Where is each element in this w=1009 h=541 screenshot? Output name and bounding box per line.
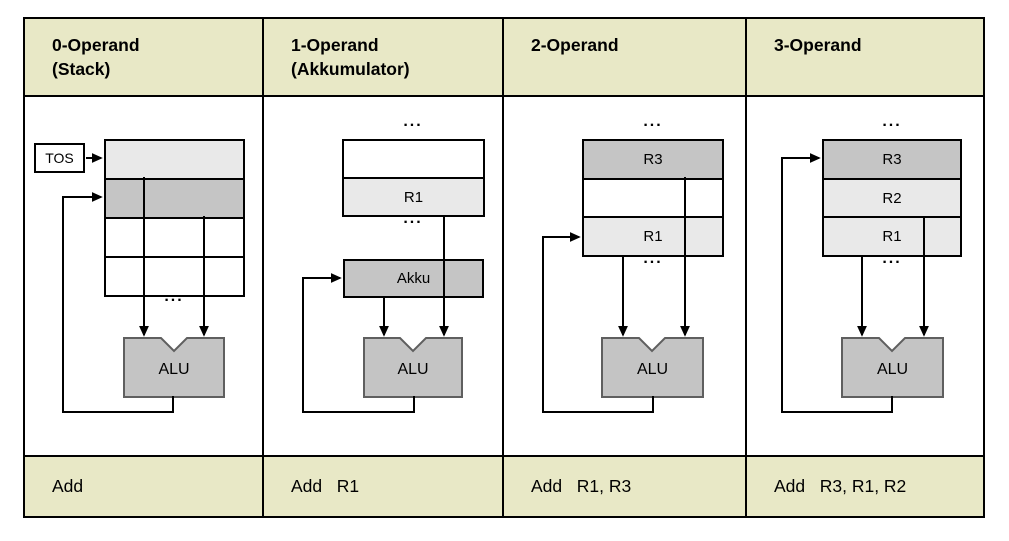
alu-label: ALU [397,361,429,378]
akku-register-box: Akku [343,259,484,298]
header-line2: (Stack) [52,59,111,79]
header-line1: 0-Operand [52,35,140,55]
stack-row-3 [106,217,243,256]
instruction-cell-three-operand: Add R3, R1, R2 [747,457,983,516]
stack-register-file [104,139,245,297]
ellipsis-2op-bottom: ... [643,250,663,267]
header-row: 0-Operand (Stack) 1-Operand (Akkumulator… [25,19,983,97]
alu-label: ALU [158,361,190,378]
diagram-cell-stack [25,97,264,455]
instruction-example: Add [52,476,84,496]
instruction-example: Add R1, R3 [531,476,632,496]
alu-label: ALU [876,361,909,378]
header-cell-1-operand: 1-Operand (Akkumulator) [264,19,504,95]
instruction-cell-two-operand: Add R1, R3 [504,457,747,516]
register-row-r3: R3 [584,141,722,178]
instruction-row: Add Add R1 Add R1, R3 Add R3, R1, R2 [25,455,983,516]
header-line1: 1-Operand [291,35,379,55]
instruction-cell-stack: Add [25,457,264,516]
diagram-cell-two-operand [504,97,747,455]
stack-row-second [106,178,243,217]
ellipsis-3op-top: ... [882,113,902,130]
accumulator-register-file: R1 [342,139,485,217]
instruction-cell-accumulator: Add R1 [264,457,504,516]
header-line1: 3-Operand [774,35,862,55]
ellipsis-3op-bottom: ... [882,250,902,267]
three-operand-register-file: R3 R2 R1 [822,139,962,257]
header-line1: 2-Operand [531,35,619,55]
instruction-example: Add R1 [291,476,360,496]
header-line2: (Akkumulator) [291,59,410,79]
tos-box: TOS [34,143,85,173]
register-row-r1: R1 [344,177,483,215]
header-cell-3-operand: 3-Operand [747,19,983,95]
register-row-empty [344,141,483,177]
header-cell-0-operand: 0-Operand (Stack) [25,19,264,95]
register-row-empty [584,177,722,217]
stack-row-tos [106,141,243,178]
header-cell-2-operand: 2-Operand [504,19,747,95]
alu-label: ALU [636,361,669,378]
register-row-r3: R3 [824,141,960,178]
ellipsis-stack-bottom: ... [164,288,184,305]
ellipsis-akku-top: ... [403,113,423,130]
ellipsis-2op-top: ... [643,113,663,130]
two-operand-register-file: R3 R1 [582,139,724,257]
instruction-example: Add R3, R1, R2 [774,476,907,496]
diagram-cell-accumulator [264,97,504,455]
register-row-r2: R2 [824,177,960,217]
ellipsis-akku-middle: ... [403,210,423,227]
